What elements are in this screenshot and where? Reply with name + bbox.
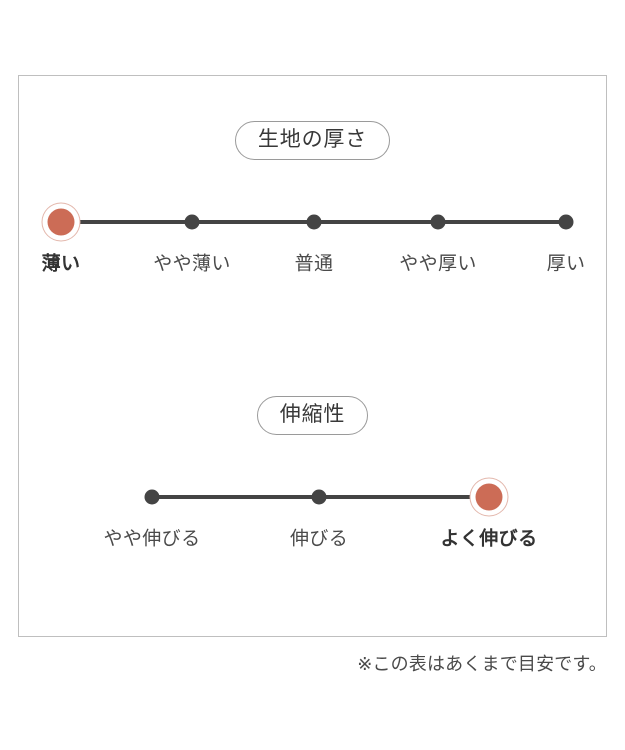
tick-label-thickness-0: 薄い [41,253,81,275]
tick-label-thickness-1: やや薄い [153,253,231,275]
tick-dot-icon [144,489,160,505]
tick-dot-selected-icon [47,208,75,236]
scale-track-thickness: 薄い やや薄い 普通 やや厚い 厚い [19,194,606,290]
tick-dot-icon [184,214,200,230]
tick-stretch-2[interactable]: よく伸びる [441,483,537,550]
tick-label-stretch-0: やや伸びる [103,528,201,550]
tick-stretch-1[interactable]: 伸びる [290,489,348,550]
spec-card: 生地の厚さ 薄い やや薄い 普通 やや厚い 厚い [18,75,607,637]
tick-dot-selected-icon [475,483,503,511]
scale-title-stretch: 伸縮性 [256,396,369,435]
scale-title-wrap-stretch: 伸縮性 [19,396,606,435]
tick-dot-icon [306,214,322,230]
tick-dot-icon [311,489,327,505]
scale-group-thickness: 生地の厚さ 薄い やや薄い 普通 やや厚い 厚い [19,121,606,290]
footnote-note: ※この表はあくまで目安です。 [357,654,607,674]
tick-dot-icon [430,214,446,230]
tick-thickness-4[interactable]: 厚い [547,214,585,275]
tick-label-thickness-4: 厚い [546,253,586,275]
scale-track-stretch: やや伸びる 伸びる よく伸びる [19,469,606,565]
tick-stretch-0[interactable]: やや伸びる [104,489,200,550]
tick-label-stretch-2: よく伸びる [440,528,538,550]
tick-thickness-2[interactable]: 普通 [295,214,333,275]
tick-label-thickness-2: 普通 [294,253,334,275]
tick-thickness-0[interactable]: 薄い [42,208,80,275]
tick-thickness-3[interactable]: やや厚い [399,214,476,275]
scale-title-wrap-thickness: 生地の厚さ [19,121,606,160]
scale-title-thickness: 生地の厚さ [234,121,391,160]
scale-group-stretch: 伸縮性 やや伸びる 伸びる よく伸びる [19,396,606,565]
tick-label-stretch-1: 伸びる [289,528,349,550]
tick-label-thickness-3: やや厚い [399,253,477,275]
tick-thickness-1[interactable]: やや薄い [153,214,230,275]
tick-dot-icon [558,214,574,230]
